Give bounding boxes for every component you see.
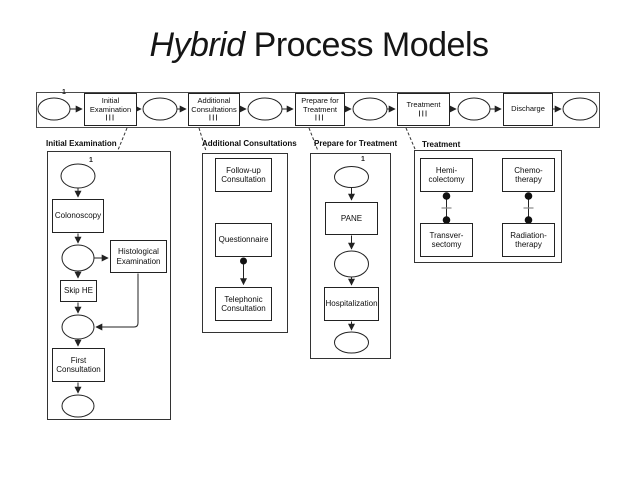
instance-count-label: 1 [89,157,93,164]
chain-activity-initial-examination: Initial Examination ||| [84,93,137,126]
constraint-dot [442,216,451,224]
initial-examination-flows [74,188,139,394]
subprocess-link-lines [117,127,416,152]
activity-hospitalization: Hospitalization [324,287,379,321]
instance-count-label: 1 [62,89,66,96]
chain-activity-additional-consultations: Additional Consultations ||| [188,93,240,126]
chain-activity-treatment: Treatment ||| [397,93,450,126]
chain-activity-prepare-for-treatment: Prepare for Treatment ||| [295,93,345,126]
intermediate-event-circle [334,250,369,278]
constraint-dot [524,192,533,200]
end-event-circle [61,394,95,418]
gateway-event-circle [61,244,95,272]
prepare-for-treatment-events [334,166,369,354]
pool-border [36,92,600,128]
constraint-dot [240,257,247,265]
subprocess-title-treatment: Treatment [422,140,461,149]
chain-activity-discharge: Discharge [503,93,553,126]
prepare-for-treatment-frame [310,153,391,359]
activity-chemotherapy: Chemo- therapy [502,158,555,192]
constraint-dot [442,192,451,200]
activity-label: Discharge [511,104,545,114]
intermediate-event-circle [457,97,491,121]
activity-telephonic-consultation: Telephonic Consultation [215,287,272,321]
initial-examination-events [60,163,96,418]
subprocess-title-prepare-for-treatment: Prepare for Treatment [314,139,398,148]
merge-event-circle [61,314,95,340]
instance-count-label: 1 [361,156,365,163]
treatment-constraints [441,192,534,224]
start-event-circle [60,163,96,189]
treatment-frame [414,150,562,263]
slide-title-rest: Process Models [244,26,489,64]
slide-title: Hybrid Process Models [0,26,638,65]
slide-title-italic: Hybrid [149,26,245,64]
activity-label: Prepare for Treatment [301,96,339,114]
additional-consultations-frame [202,153,288,333]
intermediate-event-circle [247,97,283,121]
activity-label: Initial Examination [89,96,132,114]
activity-questionnaire: Questionnaire [215,223,272,257]
end-event-circle [562,97,598,121]
constraint-dot [524,216,533,224]
start-event-circle [37,97,71,121]
end-event-circle [334,331,369,354]
activity-label: Additional Consultations [191,96,237,114]
multi-instance-marker: ||| [315,114,325,122]
multi-instance-marker: ||| [209,114,219,122]
activity-colonoscopy: Colonoscopy [52,199,104,233]
activity-skip-he: Skip HE [60,280,97,302]
activity-radiation-therapy: Radiation- therapy [502,223,555,257]
activity-hemicolectomy: Hemi- colectomy [420,158,473,192]
multi-instance-marker: ||| [105,114,116,122]
activity-histological-examination: Histological Examination [110,240,167,273]
activity-follow-up-consultation: Follow-up Consultation [215,158,272,192]
subprocess-frames [47,150,562,420]
activity-first-consultation: First Consultation [52,348,105,382]
activity-transversectomy: Transver- sectomy [420,223,473,257]
initial-examination-frame [47,151,171,420]
activity-label: Treatment [406,100,441,110]
additional-consultations-relations [240,257,247,286]
multi-instance-marker: ||| [418,110,429,118]
intermediate-event-circle [142,97,178,121]
subprocess-title-initial-examination: Initial Examination [46,139,117,148]
intermediate-event-circle [352,97,388,121]
activity-pane: PANE [325,202,378,235]
subprocess-title-additional-consultations: Additional Consultations [202,139,297,148]
start-event-circle [334,166,369,188]
